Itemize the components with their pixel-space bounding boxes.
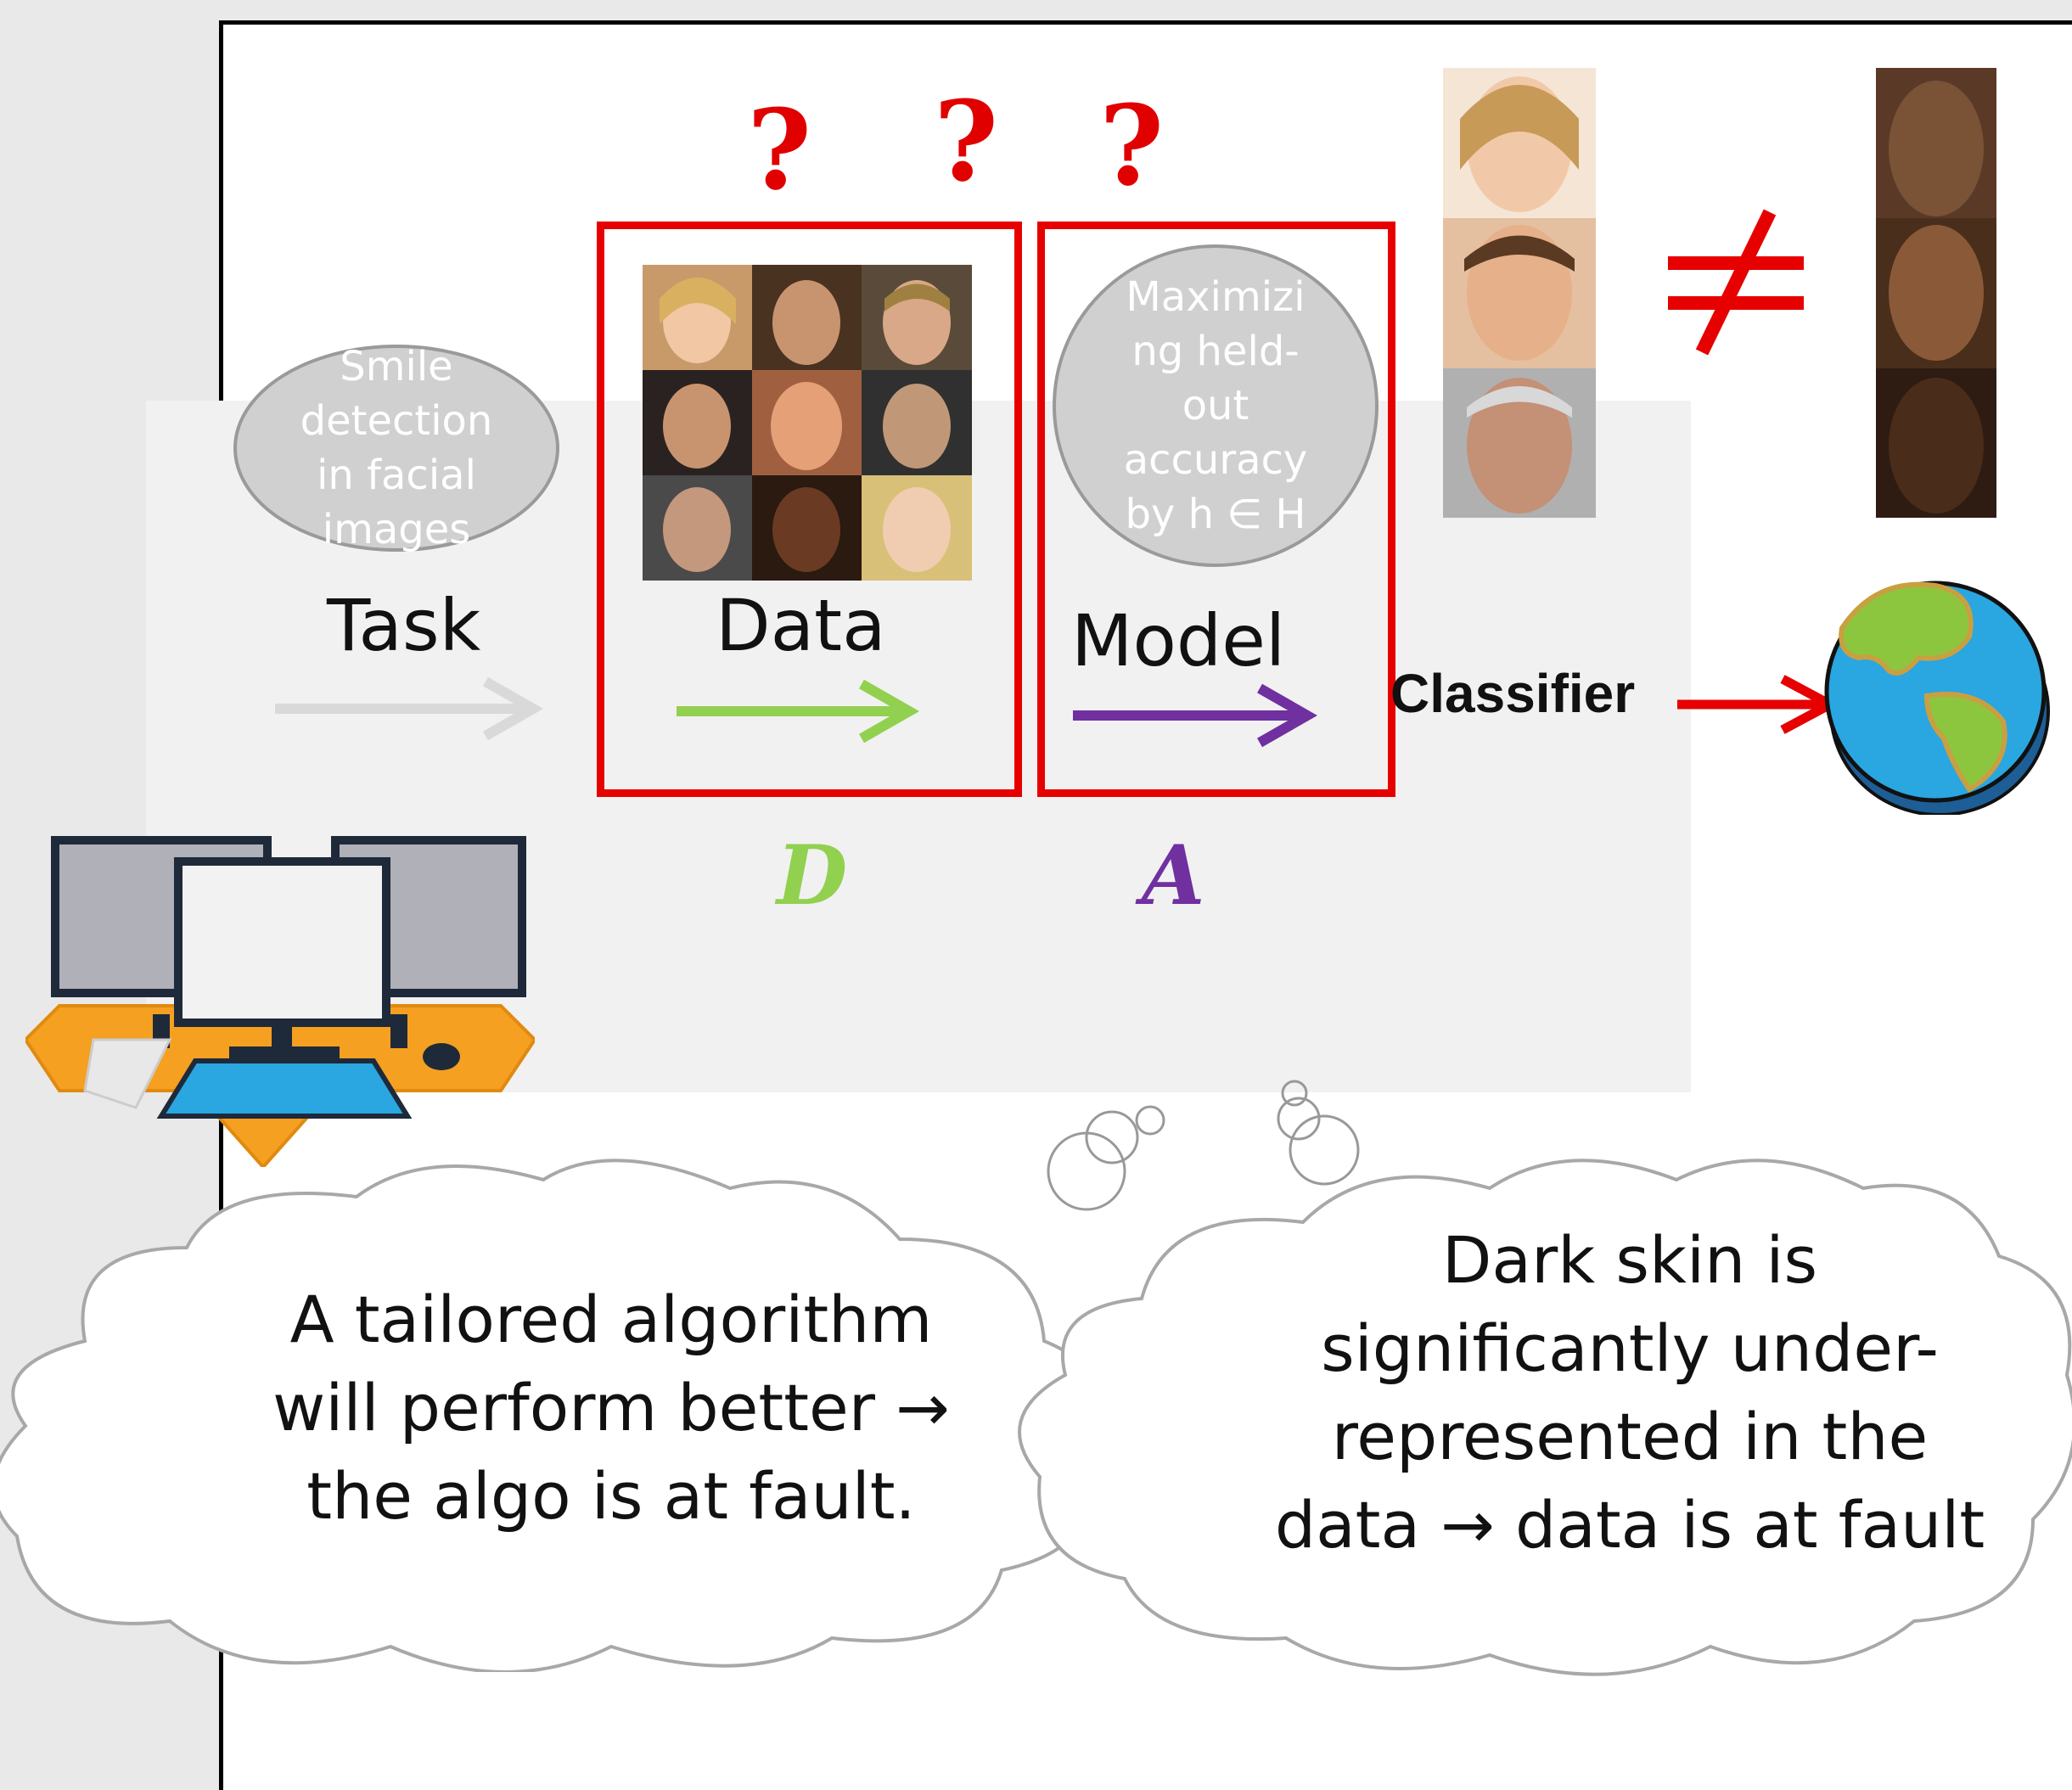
right-cloud-line: data → data is at fault	[1274, 1487, 1985, 1563]
left-cloud-text: A tailored algorithm will perform better…	[161, 1276, 1061, 1540]
right-cloud-text: Dark skin is significantly under- repres…	[1205, 1216, 2054, 1569]
left-cloud-line: the algo is at fault.	[306, 1458, 916, 1534]
question-mark: ?	[1099, 81, 1165, 210]
thought-bubbles	[1047, 1080, 1360, 1211]
face-collage-image	[643, 265, 972, 581]
data-box	[597, 222, 1022, 797]
light-skin-faces-image	[1443, 68, 1596, 518]
data-label: Data	[716, 584, 886, 667]
model-ellipse	[1053, 244, 1379, 567]
right-cloud-line: represented in the	[1331, 1399, 1929, 1474]
right-cloud-line: significantly under-	[1321, 1310, 1939, 1386]
model-ellipse-text: Maximizi ng held- out accuracy by h ∈ H	[1050, 244, 1381, 567]
not-equal-symbol	[1668, 209, 1804, 356]
dark-skin-faces-image	[1876, 68, 1996, 518]
model-ellipse-line: accuracy	[1123, 436, 1308, 484]
model-ellipse-line: out	[1182, 382, 1249, 429]
task-ellipse-line: Smile	[340, 343, 453, 390]
right-cloud-line: Dark skin is	[1441, 1222, 1818, 1298]
task-ellipse-line: images	[322, 506, 471, 553]
left-cloud-line: will perform better →	[272, 1370, 950, 1445]
task-arrow	[275, 676, 544, 741]
data-symbol: D	[777, 828, 848, 923]
task-ellipse	[233, 345, 559, 552]
question-mark: ?	[934, 76, 999, 206]
left-cloud-line: A tailored algorithm	[289, 1282, 933, 1357]
computer-workstation-icon	[25, 836, 535, 1167]
model-label: Model	[1071, 599, 1286, 682]
globe-icon	[1824, 581, 2050, 815]
question-mark: ?	[747, 85, 812, 215]
task-ellipse-line: in facial	[317, 452, 476, 499]
model-arrow	[1073, 683, 1317, 748]
classifier-label: Classifier	[1390, 663, 1636, 724]
task-ellipse-text: Smile detection in facial images	[231, 342, 562, 554]
model-ellipse-line: ng held-	[1131, 328, 1300, 375]
model-ellipse-line: by h ∈ H	[1125, 491, 1306, 538]
algorithm-symbol: A	[1142, 828, 1205, 923]
data-arrow	[677, 679, 920, 743]
task-label: Task	[327, 584, 481, 667]
model-box	[1037, 222, 1395, 797]
task-ellipse-line: detection	[300, 397, 493, 445]
face-image-grid	[643, 265, 972, 581]
right-thought-cloud	[1018, 1159, 2072, 1676]
model-ellipse-line: Maximizi	[1126, 273, 1306, 321]
